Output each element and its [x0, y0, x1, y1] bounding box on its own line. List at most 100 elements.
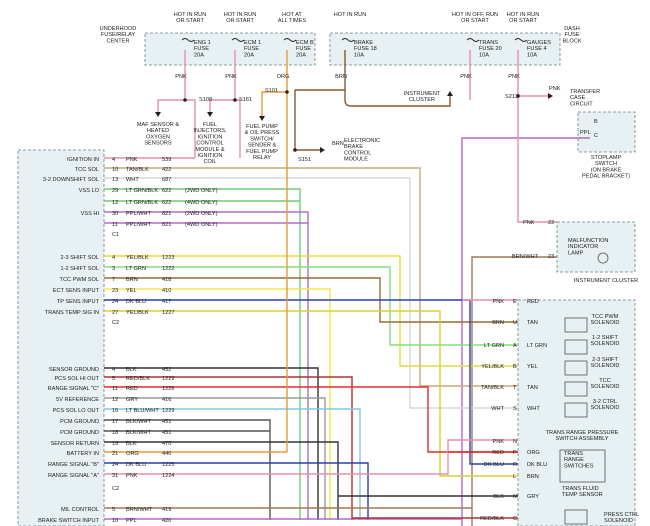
pcm-pin-label: SENSOR GROUND [49, 367, 99, 373]
pin-label: B [594, 119, 598, 125]
lamp-icon [597, 252, 609, 264]
solenoid-label: SOLENOID [591, 384, 620, 390]
solenoid-icon [564, 317, 588, 333]
range-switches-label: TRANS [564, 451, 583, 457]
pcm-pin-number: 12 [112, 200, 118, 206]
solenoid-label: 3-2 CTRL [593, 399, 617, 405]
fuel-injector-label: CONTROL [196, 141, 223, 147]
pcm-pin-label: TP SENS INPUT [57, 299, 100, 305]
pcm-pin-label: VSS HI [81, 211, 100, 217]
pcm-circuit-number: 470 [162, 441, 171, 447]
trans-pin-letter: U [513, 320, 517, 326]
trans-wire-color-inside: LT GRN [527, 343, 547, 349]
fuse-wire-color: PNK [175, 74, 187, 80]
pcm-circuit-number: 451 [162, 430, 171, 436]
pcm-wire-color: GRY [126, 397, 138, 403]
fuse-hot-label: OR START [176, 18, 204, 24]
range-switch-title: TRANS RANGE PRESSURE [546, 430, 619, 436]
fuel-pump-label: FUEL PUMP [246, 124, 278, 130]
trans-wire-color-inside: ORG [527, 450, 540, 456]
fuel-pump-label: RELAY [253, 155, 271, 161]
wire-32-wht [104, 177, 518, 409]
pcm-pin-number: 4 [112, 157, 115, 163]
pcm-pin-label: TCC SOL [75, 167, 99, 173]
solenoid-icon [564, 360, 588, 376]
pcm-wire-color: PPL [126, 518, 137, 524]
splice-dot-s161 [233, 98, 237, 102]
pcm-pin-label: RANGE SIGNAL "A" [48, 473, 99, 479]
fuse-icon [231, 38, 245, 42]
underhood-title: UNDERHOOD [100, 26, 137, 32]
trans-wire-color-inside: TAN [527, 385, 538, 391]
pcm-wire-color: DK BLU [126, 462, 146, 468]
solenoid-icon [564, 339, 588, 355]
transfer-case-label: CASE [570, 95, 586, 101]
fuse-icon [466, 38, 480, 42]
pcm-pin-number: 11 [112, 386, 118, 392]
trans-pin-letter: A [513, 343, 517, 349]
pcm-pin-label: RANGE SIGNAL "B" [48, 462, 99, 468]
pin-label: 23 [548, 254, 554, 260]
solenoid-icons [559, 317, 606, 525]
pcm-pin-number: 4 [112, 255, 115, 261]
splice-label: S101 [265, 88, 278, 94]
fuse-hot-label: HOT AT [282, 12, 302, 18]
maf-label: HEATED [147, 128, 169, 134]
instrument-cluster-label: INSTRUMENT [404, 91, 441, 97]
trans-wire-color: WHT [491, 406, 504, 412]
solenoid-label: 1-2 SHIFT [592, 335, 618, 341]
pcm-wire-color: BLK/WHT [126, 430, 151, 436]
ebcm-label: BRAKE [344, 144, 363, 150]
pcm-wire-color: PPL/WHT [126, 222, 151, 228]
dash-fuse-box [329, 32, 561, 66]
range-switch-title: SWITCH ASSEMBLY [555, 436, 608, 442]
fuse-name: FUSE [244, 46, 259, 52]
fuse-icon [181, 38, 195, 42]
fuse-name: TRANS [479, 40, 498, 46]
range-switches-label: RANGE [564, 457, 584, 463]
wire-rangea-pnk [104, 439, 518, 475]
pcm-wire-color: BLK/WHT [126, 419, 151, 425]
pcm-wire-color: BRN [126, 277, 138, 283]
pcm-pin-label: TCC PWM SOL [60, 277, 99, 283]
switch-icon [559, 449, 606, 483]
pcm-pin-number: 3 [112, 266, 115, 272]
fuse-wire-color: PNK [225, 74, 237, 80]
wire-tcc-tanblk [104, 167, 518, 387]
pcm-pin-label: BRAKE SWITCH INPUT [38, 518, 99, 524]
fuse-wire-color: PNK [508, 74, 520, 80]
stoplamp-label: SWITCH [595, 161, 617, 167]
pin-label: 22 [548, 220, 554, 226]
stoplamp-label: (ON BRAKE [591, 167, 622, 173]
splice-dots [183, 90, 520, 152]
trans-pin-letter: C [513, 516, 517, 522]
trans-wire-color-inside: GRY [527, 494, 539, 500]
pcm-pin-number: 21 [112, 451, 118, 457]
wire-brake-ic [400, 96, 451, 107]
pcm-pin-number: 30 [112, 211, 118, 217]
trans-wire-color-inside: RED [527, 299, 539, 305]
splice-label: S161 [239, 97, 252, 103]
splice-label: S108 [199, 97, 212, 103]
fuse-hot-label: HOT IN RUN [507, 12, 540, 18]
fuse-icon [341, 38, 355, 42]
trans-wire-color-inside: TAN [527, 320, 538, 326]
dash-title: FUSE [565, 32, 580, 38]
pcm-pin-number: 13 [112, 177, 118, 183]
underhood-title: CENTER [107, 38, 130, 44]
temp-sensor-label: TEMP SENSOR [562, 492, 603, 498]
pcm-circuit-number: 622 [162, 200, 171, 206]
pcm-pin-number: 4 [112, 367, 115, 373]
transfer-case-label: CIRCUIT [570, 101, 593, 107]
trans-pin-letter: P [513, 450, 517, 456]
mil-label: INDICATOR [568, 244, 598, 250]
maf-label: MAF SENSOR & [137, 122, 180, 128]
wire-pcmgnd-1 [104, 419, 271, 520]
pcm-pin-number: 12 [112, 397, 118, 403]
trans-wire-color-inside: BRN [527, 474, 539, 480]
arrow-down-icon [155, 112, 161, 117]
trans-wire-color-inside: DK BLU [527, 462, 547, 468]
pcm-pin-number: 5 [112, 507, 115, 513]
ebcm-label: CONTROL [344, 150, 371, 156]
pcm-circuit-number: 1224 [162, 473, 174, 479]
